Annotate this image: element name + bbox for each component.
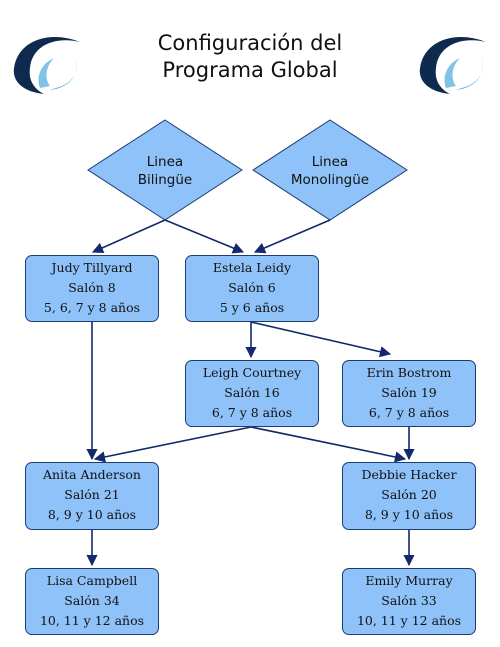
box-room: Salón 6 xyxy=(228,280,276,295)
box-room: Salón 16 xyxy=(224,385,280,400)
arrow-monolingue-leidy xyxy=(253,219,331,254)
page-title: Configuración del Programa Global xyxy=(110,30,390,84)
diamond-bilingue-line2: Bilingüe xyxy=(137,172,193,188)
title-line-2: Programa Global xyxy=(162,58,338,82)
box-ages: 5 y 6 años xyxy=(219,300,285,315)
box-emily-murray: Emily Murray Salón 33 10, 11 y 12 años xyxy=(342,568,476,635)
box-name: Judy Tillyard xyxy=(51,260,133,275)
box-name: Anita Anderson xyxy=(43,467,141,482)
arrow-courtney-hacker xyxy=(250,426,407,463)
title-line-1: Configuración del xyxy=(157,31,343,55)
box-name: Lisa Campbell xyxy=(46,573,138,588)
crescent-logo-icon xyxy=(13,37,80,94)
box-room: Salón 33 xyxy=(381,593,437,608)
arrow-bilingue-tillyard xyxy=(91,219,166,254)
diamond-bilingue-label: Linea Bilingüe xyxy=(110,153,220,189)
box-name: Estela Leidy xyxy=(212,260,292,275)
box-room: Salón 21 xyxy=(64,487,120,502)
box-name: Leigh Courtney xyxy=(202,365,302,380)
box-room: Salón 20 xyxy=(381,487,437,502)
box-ages: 8, 9 y 10 años xyxy=(364,507,454,522)
box-ages: 5, 6, 7 y 8 años xyxy=(43,300,141,315)
box-ages: 10, 11 y 12 años xyxy=(356,613,462,628)
diamond-monolingue-label: Linea Monolingüe xyxy=(275,153,385,189)
box-room: Salón 8 xyxy=(68,280,116,295)
box-judy-tillyard: Judy Tillyard Salón 8 5, 6, 7 y 8 años xyxy=(25,255,159,322)
box-lisa-campbell: Lisa Campbell Salón 34 10, 11 y 12 años xyxy=(25,568,159,635)
arrow-leidy-bostrom xyxy=(250,321,392,358)
arrow-bilingue-leidy xyxy=(164,219,245,254)
box-room: Salón 19 xyxy=(381,385,437,400)
box-name: Erin Bostrom xyxy=(366,365,452,380)
box-estela-leidy: Estela Leidy Salón 6 5 y 6 años xyxy=(185,255,319,322)
diamond-monolingue-line2: Monolingüe xyxy=(290,172,370,188)
box-erin-bostrom: Erin Bostrom Salón 19 6, 7 y 8 años xyxy=(342,360,476,427)
box-anita-anderson: Anita Anderson Salón 21 8, 9 y 10 años xyxy=(25,462,159,530)
box-ages: 8, 9 y 10 años xyxy=(47,507,137,522)
box-ages: 6, 7 y 8 años xyxy=(211,405,293,420)
diamond-bilingue-line1: Linea xyxy=(146,154,184,170)
arrow-courtney-anderson xyxy=(93,426,252,463)
box-name: Emily Murray xyxy=(365,573,453,588)
diamond-monolingue-line1: Linea xyxy=(311,154,349,170)
box-debbie-hacker: Debbie Hacker Salón 20 8, 9 y 10 años xyxy=(342,462,476,530)
box-ages: 10, 11 y 12 años xyxy=(39,613,145,628)
box-room: Salón 34 xyxy=(64,593,120,608)
box-ages: 6, 7 y 8 años xyxy=(368,405,450,420)
crescent-logo-icon xyxy=(419,37,486,94)
box-name: Debbie Hacker xyxy=(361,467,457,482)
box-leigh-courtney: Leigh Courtney Salón 16 6, 7 y 8 años xyxy=(185,360,319,427)
